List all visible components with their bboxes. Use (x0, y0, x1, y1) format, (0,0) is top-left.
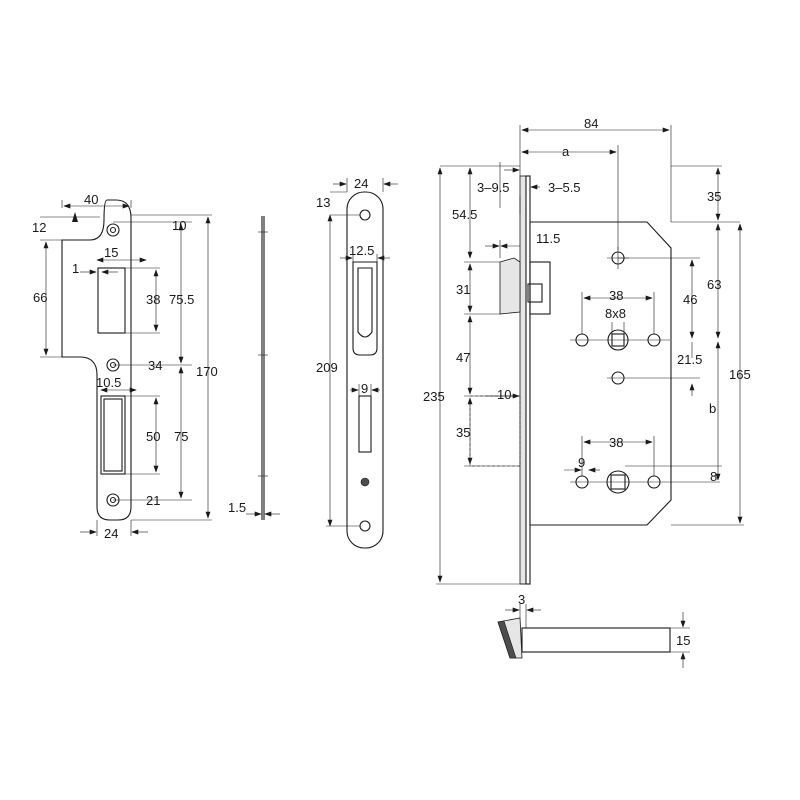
dim-63: 63 (707, 277, 721, 292)
dim-faceplate-9: 9 (361, 381, 368, 396)
dim-35-mid: 35 (456, 425, 470, 440)
strike-plate: 40 12 10 15 1 66 38 75.5 34 170 10.5 50 (32, 192, 218, 541)
deadbolt-outline (469, 395, 521, 467)
screw-hole-top-inner (109, 226, 117, 234)
bolt-opening (100, 395, 126, 475)
dim-1: 1 (72, 261, 79, 276)
dim-12: 12 (32, 220, 46, 235)
dim-66: 66 (33, 290, 47, 305)
dim-50: 50 (146, 429, 160, 444)
dim-24: 24 (104, 526, 118, 541)
strike-plate-side-view: 1.5 (228, 216, 280, 520)
latch-bolt-housing (529, 261, 551, 315)
dim-9: 9 (578, 455, 585, 470)
dim-38: 38 (146, 292, 160, 307)
dim-1-5: 1.5 (228, 500, 246, 515)
dim-31: 31 (456, 282, 470, 297)
dim-46: 46 (683, 292, 697, 307)
dim-235: 235 (423, 389, 445, 404)
deadbolt-window (358, 395, 372, 453)
dim-21-5: 21.5 (677, 352, 702, 367)
dim-170: 170 (196, 364, 218, 379)
lock-body: 84 a 3–9.5 3–5.5 35 54.5 11.5 63 31 (423, 116, 751, 585)
forend-plate (519, 175, 527, 585)
dim-8: 8 (710, 469, 717, 484)
faceplate-screw-bottom (359, 520, 371, 532)
dim-54-5: 54.5 (452, 207, 477, 222)
latch-bolt (499, 257, 521, 315)
dim-bolt-15: 15 (676, 633, 690, 648)
latch-window (352, 261, 378, 356)
dim-34: 34 (148, 358, 162, 373)
dim-10-5: 10.5 (96, 375, 121, 390)
dim-bolt-3: 3 (518, 592, 525, 607)
dim-3-9-5: 3–9.5 (477, 180, 510, 195)
dim-165: 165 (729, 367, 751, 382)
dim-84: 84 (584, 116, 598, 131)
dim-40: 40 (84, 192, 98, 207)
dim-b: b (709, 401, 716, 416)
dim-faceplate-13: 13 (316, 195, 330, 210)
dim-38-top: 38 (609, 288, 623, 303)
dim-35-top: 35 (707, 189, 721, 204)
screw-hole-top (106, 223, 120, 237)
dim-75-5: 75.5 (169, 292, 194, 307)
dim-75: 75 (174, 429, 188, 444)
dim-15: 15 (104, 245, 118, 260)
dim-8x8: 8x8 (605, 306, 626, 321)
bolt-section: 3 15 (497, 592, 690, 668)
faceplate-screw-top (359, 209, 371, 221)
dim-faceplate-12-5: 12.5 (349, 243, 374, 258)
faceplate-outline (346, 191, 384, 549)
dim-10-bolt: 10 (497, 387, 511, 402)
dim-47: 47 (456, 350, 470, 365)
latch-bolt-face (357, 267, 373, 338)
faceplate: 24 13 12.5 209 9 (316, 176, 398, 549)
faceplate-screw-mid (360, 477, 370, 487)
dim-10: 10 (172, 218, 186, 233)
dim-21: 21 (146, 493, 160, 508)
strike-plate-outline (61, 199, 132, 521)
bolt-bar (521, 627, 671, 653)
latch-opening (97, 267, 126, 334)
dim-faceplate-24: 24 (354, 176, 368, 191)
dim-38-bottom: 38 (609, 435, 623, 450)
lock-case (529, 221, 672, 526)
dim-3-5-5: 3–5.5 (548, 180, 581, 195)
dim-11-5: 11.5 (536, 231, 560, 246)
dim-faceplate-209: 209 (316, 360, 338, 375)
dim-a: a (562, 144, 570, 159)
